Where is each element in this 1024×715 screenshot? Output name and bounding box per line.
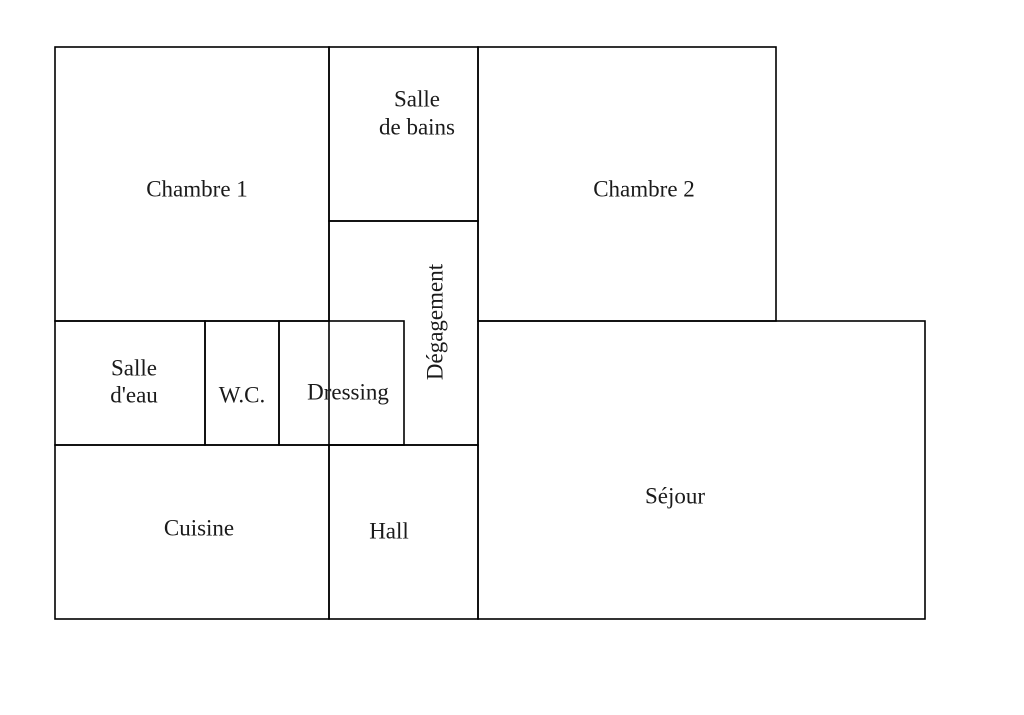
room-labels: Chambre 1 Salle de bains Chambre 2 Dégag…	[110, 86, 705, 543]
label-dressing: Dressing	[307, 379, 389, 404]
label-chambre-1: Chambre 1	[146, 176, 248, 201]
label-wc: W.C.	[219, 382, 265, 407]
label-salle-deau-line-1: Salle	[111, 355, 157, 380]
label-degagement: Dégagement	[422, 263, 447, 380]
label-salle-de-bains-line-2: de bains	[379, 114, 455, 139]
label-salle-de-bains-line-1: Salle	[394, 86, 440, 111]
label-sejour: Séjour	[645, 483, 705, 508]
label-salle-deau-line-2: d'eau	[110, 382, 158, 407]
room-sejour	[477, 320, 926, 620]
walls	[54, 46, 926, 620]
label-hall: Hall	[369, 518, 409, 543]
label-chambre-2: Chambre 2	[593, 176, 695, 201]
label-cuisine: Cuisine	[164, 515, 234, 540]
